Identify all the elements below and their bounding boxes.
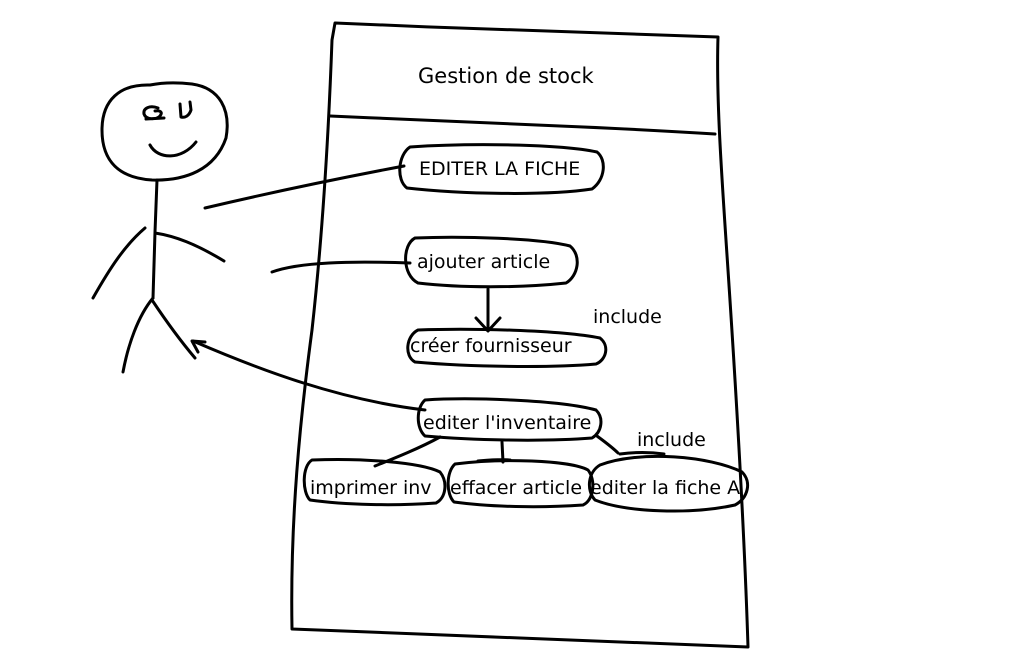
include-relation-1: include xyxy=(474,287,662,333)
use-case-label: editer la fiche A xyxy=(590,477,740,499)
use-case-label: editer l'inventaire xyxy=(423,412,591,434)
use-case-label: créer fournisseur xyxy=(410,335,572,357)
include-label: include xyxy=(593,306,662,328)
system-boundary-outline xyxy=(290,21,750,649)
connector-editer-fiche-a xyxy=(595,434,620,455)
actor-legs xyxy=(121,296,197,374)
connector-include-2 xyxy=(618,451,666,456)
use-case-ellipse xyxy=(398,143,605,195)
actor-head xyxy=(100,81,229,182)
actor-arms xyxy=(91,226,226,300)
use-case-ellipse xyxy=(446,459,595,509)
use-case-label: EDITER LA FICHE xyxy=(419,158,580,180)
system-boundary: Gestion de stock xyxy=(290,21,750,649)
use-case-editer-fiche-a: editer la fiche A xyxy=(587,454,750,513)
actor xyxy=(91,81,229,374)
system-title: Gestion de stock xyxy=(418,64,595,88)
association-arrowhead xyxy=(190,339,207,354)
actor-associations xyxy=(190,164,427,412)
use-case-ellipse xyxy=(406,327,608,368)
actor-right-eye xyxy=(178,100,193,119)
connector-effacer xyxy=(476,440,512,464)
use-case-label: ajouter article xyxy=(417,251,550,273)
use-case-ellipse xyxy=(302,458,447,507)
association-editer-fiche xyxy=(203,164,406,210)
inventaire-connectors: include xyxy=(373,429,706,468)
use-case-creer-fournisseur: créer fournisseur xyxy=(406,327,608,368)
use-case-editer-inventaire: editer l'inventaire xyxy=(416,397,603,442)
use-case-ellipse xyxy=(404,235,579,289)
association-editer-inventaire xyxy=(191,339,427,412)
use-case-label: imprimer inv xyxy=(310,477,432,499)
association-ajouter-article xyxy=(270,260,412,274)
actor-body xyxy=(151,178,159,300)
include-label: include xyxy=(637,429,706,451)
use-case-ajouter-article: ajouter article xyxy=(404,235,579,289)
use-case-effacer-article: effacer article xyxy=(446,459,595,509)
use-case-label: effacer article xyxy=(450,477,582,499)
actor-mouth xyxy=(148,140,198,158)
use-case-ellipse xyxy=(416,397,603,442)
connector-imprimer xyxy=(373,435,442,468)
use-case-editer-fiche: EDITER LA FICHE xyxy=(398,143,605,195)
use-case-ellipse xyxy=(587,454,750,513)
system-title-divider xyxy=(328,114,717,136)
use-case-imprimer-inv: imprimer inv xyxy=(302,458,447,507)
actor-left-eye xyxy=(142,105,166,121)
